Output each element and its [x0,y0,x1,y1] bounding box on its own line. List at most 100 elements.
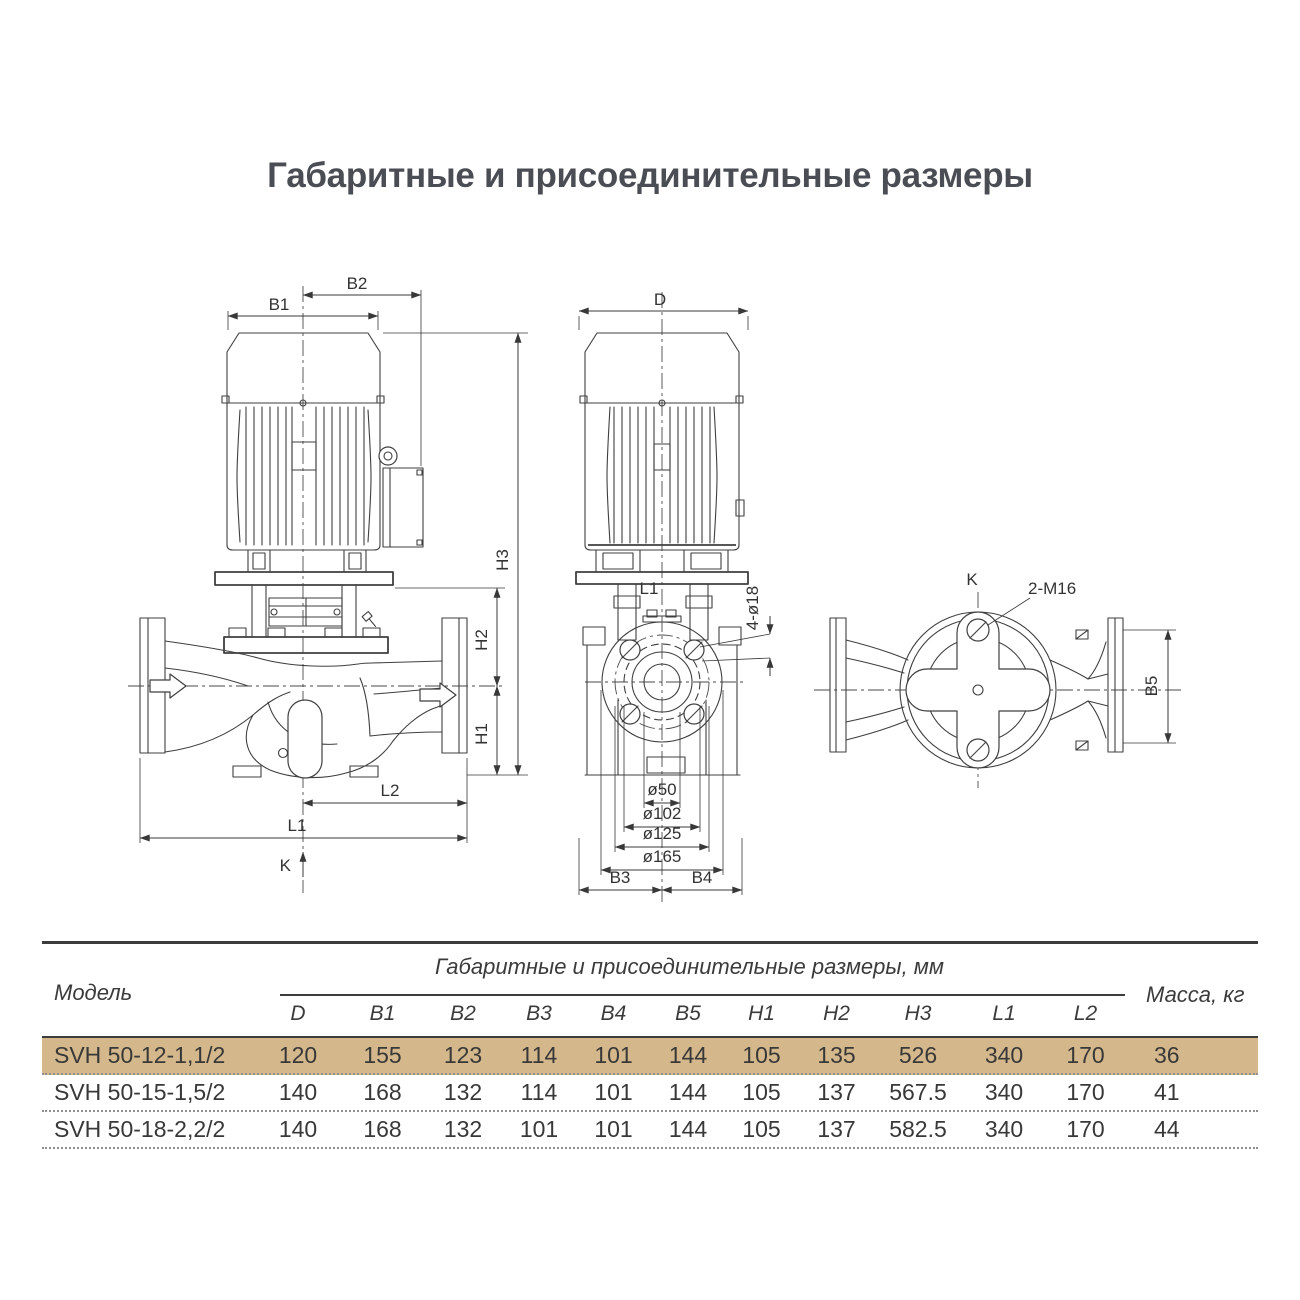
view-label-k-top: K [966,570,978,589]
r0-mass: 36 [1154,1042,1180,1068]
r1-L1: 340 [984,1079,1024,1105]
dim-label-dia102: ø102 [643,804,682,823]
dim-label-b2: B2 [347,274,368,293]
r0-B1: 155 [363,1042,402,1068]
dim-label-l1: L1 [288,816,307,835]
dim-label-d: D [654,290,666,309]
r2-D: 140 [278,1116,318,1142]
col-L2: L2 [1073,1002,1098,1025]
r2-L2: 170 [1066,1116,1105,1142]
top-view-drawing: K 2-M16 B5 [814,570,1182,788]
r1-B3: 114 [520,1079,558,1105]
front-view-dimensions: B1 B2 H3 H2 H1 L2 L1 K [139,274,528,877]
r1-mass: 41 [1154,1079,1180,1105]
dim-label-l1-side: L1 [640,579,659,598]
r1-model: SVH 50-15-1,5/2 [54,1079,226,1105]
table-row: SVH 50-12-1,1/2 120 155 123 114 101 144 … [42,1038,1258,1075]
flange-face-circle [601,621,723,743]
col-B2: B2 [450,1002,476,1025]
col-B3: B3 [526,1002,552,1025]
r1-D: 140 [278,1079,318,1105]
col-H1: H1 [748,1002,775,1025]
r0-model: SVH 50-12-1,1/2 [54,1042,226,1068]
col-spacer [42,1002,255,1026]
air-vent-icon [361,610,377,627]
dim-label-b4: B4 [692,868,713,887]
r0-H1: 105 [742,1042,781,1068]
side-view-dimensions: D L1 4-ø18 ø50 ø102 ø125 ø165 [578,290,774,895]
pump-flange-bar [223,636,389,654]
base-plate-side [575,571,749,585]
r2-B3: 101 [519,1116,559,1142]
col-D: D [290,1002,306,1025]
mounting-plate [214,571,394,586]
r1-B2: 132 [443,1079,483,1105]
r2-B4: 101 [594,1116,633,1142]
r0-D: 120 [278,1042,318,1068]
front-view-drawing: B1 B2 H3 H2 H1 L2 L1 K [128,274,528,893]
flow-arrow-out-icon [419,682,457,708]
terminal-box [382,467,424,548]
side-view-drawing: D L1 4-ø18 ø50 ø102 ø125 ø165 [575,290,774,905]
col-B5: B5 [675,1002,701,1025]
motor-side [575,332,749,585]
r2-B5: 144 [668,1116,708,1142]
flow-arrow-in-icon [149,673,187,699]
span-header: Габаритные и присоединительные размеры, … [435,954,944,979]
discharge-flange [441,617,468,754]
r1-B1: 168 [363,1079,402,1105]
r0-L2: 170 [1066,1042,1105,1068]
r0-L1: 340 [984,1042,1024,1068]
col-spacer [1124,1002,1258,1026]
r1-L2: 170 [1066,1079,1105,1105]
table-header: Модель Габаритные и присоединительные ра… [42,944,1258,1038]
dim-label-b1: B1 [269,295,290,314]
table-row: SVH 50-18-2,2/2 140 168 132 101 101 144 … [42,1112,1258,1149]
r2-B1: 168 [363,1116,402,1142]
r1-H3: 567.5 [889,1079,947,1105]
model-header: Модель [54,980,133,1005]
r2-B2: 132 [443,1116,483,1142]
r2-mass: 44 [1154,1116,1180,1142]
r2-H3: 582.5 [889,1116,947,1142]
dim-label-h1: H1 [472,723,491,745]
lantern-front [223,584,389,654]
r1-H2: 137 [817,1079,856,1105]
r2-H2: 137 [817,1116,856,1142]
r1-B5: 144 [668,1079,708,1105]
col-H2: H2 [823,1002,850,1025]
r1-H1: 105 [742,1079,781,1105]
r0-B2: 123 [443,1042,483,1068]
dim-label-dia50: ø50 [647,780,676,799]
r2-H1: 105 [742,1116,781,1142]
left-flange-top [829,617,847,753]
r2-model: SVH 50-18-2,2/2 [54,1116,226,1142]
r2-L1: 340 [984,1116,1024,1142]
col-H3: H3 [904,1002,932,1025]
r0-H2: 135 [817,1042,856,1068]
dim-label-dia125: ø125 [643,824,682,843]
pump-side [582,583,742,776]
pump-casing-front [139,617,468,779]
dim-label-b5: B5 [1142,676,1161,697]
table-row: SVH 50-15-1,5/2 140 168 132 114 101 144 … [42,1075,1258,1112]
col-L1: L1 [992,1002,1016,1025]
r0-B3: 114 [520,1042,558,1068]
technical-drawings: B1 B2 H3 H2 H1 L2 L1 K [128,274,1182,905]
r1-B4: 101 [594,1079,633,1105]
bore-circle [643,663,681,701]
dim-label-b3: B3 [610,868,631,887]
bolt-holes [619,639,705,725]
col-B4: B4 [600,1002,627,1025]
dim-label-h2: H2 [472,629,491,651]
dim-label-bolt-holes: 4-ø18 [743,586,762,630]
seal-cover [287,699,323,779]
pump-top [829,611,1124,769]
r0-B5: 144 [668,1042,708,1068]
dim-label-dia165: ø165 [643,847,682,866]
column-headers: D B1 B2 B3 B4 B5 H1 H2 H3 L1 L2 [42,1002,1258,1026]
page-title: Габаритные и присоединительные размеры [267,156,1033,195]
support-cross-bracket [905,611,1051,769]
lifting-eye-icon [378,446,398,466]
